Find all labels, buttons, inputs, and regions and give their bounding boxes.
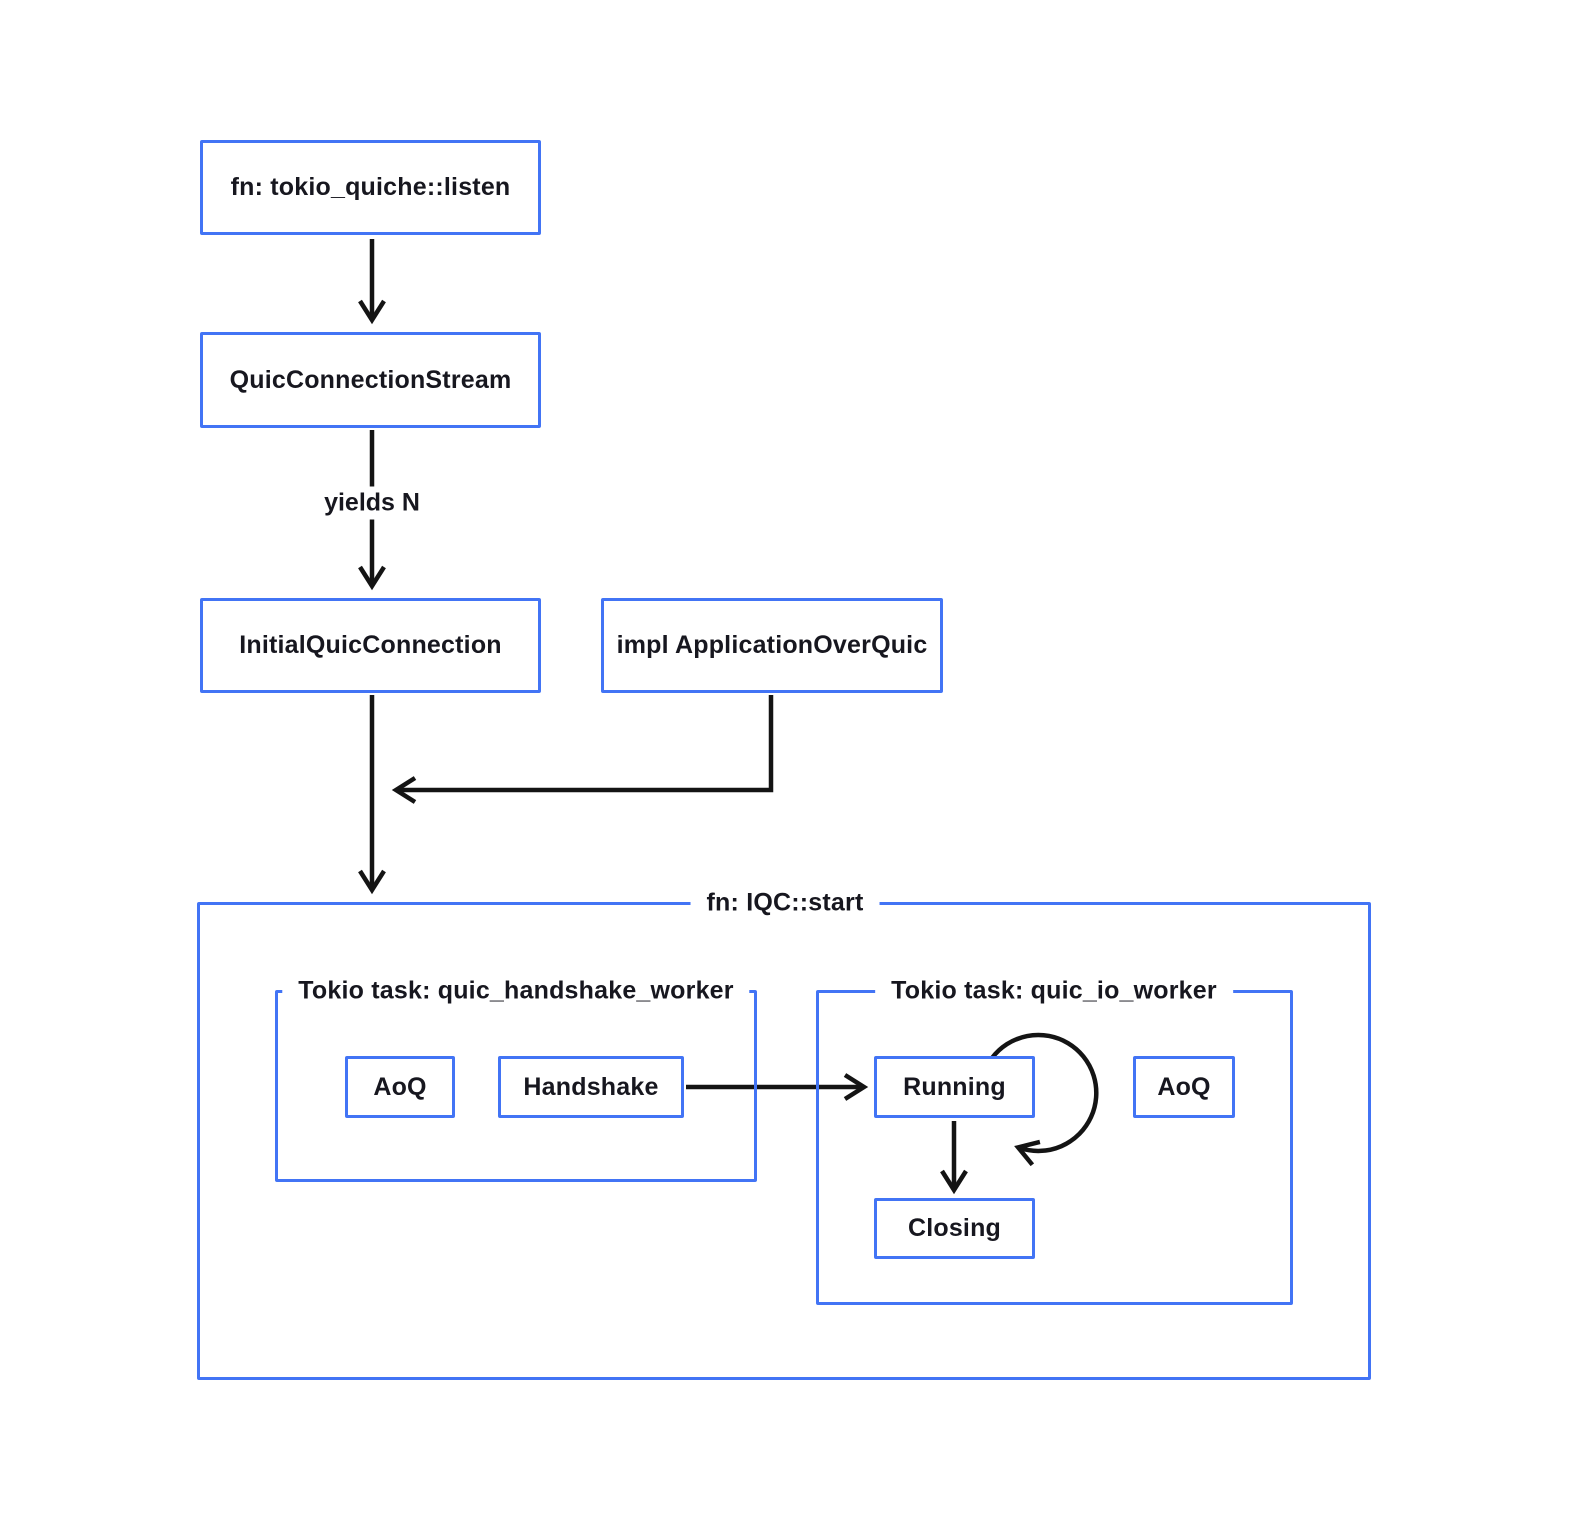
node-aoq-handshake: AoQ [345,1056,455,1118]
edge-label-yields-n: yields N [314,486,430,520]
node-aoq-io: AoQ [1133,1056,1235,1118]
node-impl-application-over-quic: impl ApplicationOverQuic [601,598,943,693]
node-running: Running [874,1056,1035,1118]
container-label-io-worker: Tokio task: quic_io_worker [875,974,1233,1008]
node-initial-quic-connection: InitialQuicConnection [200,598,541,693]
node-tokio-quiche-listen: fn: tokio_quiche::listen [200,140,541,235]
container-label-handshake-worker: Tokio task: quic_handshake_worker [282,974,750,1008]
node-handshake: Handshake [498,1056,684,1118]
node-closing: Closing [874,1198,1035,1259]
arrow-impl-aoq-merge [391,695,774,804]
node-quic-connection-stream: QuicConnectionStream [200,332,541,428]
container-label-iqc-start: fn: IQC::start [690,886,880,920]
